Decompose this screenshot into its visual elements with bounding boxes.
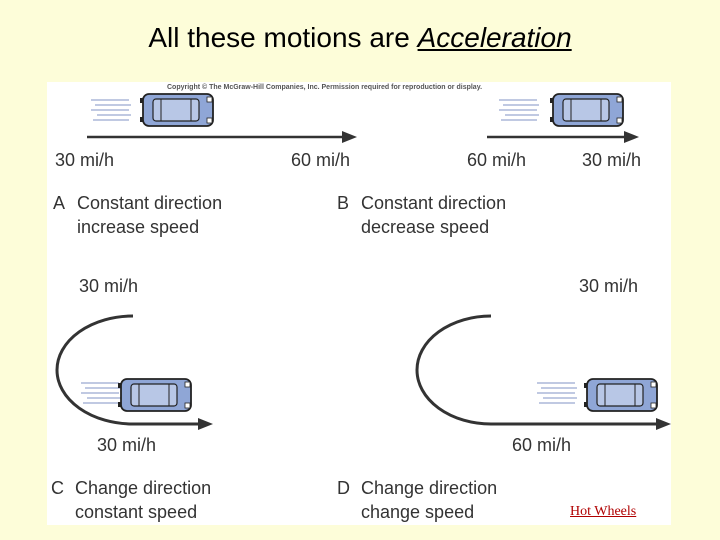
panel-b-caption-line2: decrease speed: [361, 217, 489, 238]
panel-d-end-speed: 60 mi/h: [512, 435, 571, 456]
panel-c-caption-line1: Change direction: [75, 478, 211, 499]
diagram-graphics: [47, 82, 671, 525]
panel-c-letter: C: [51, 478, 64, 499]
panel-d-graphic: [417, 316, 671, 430]
panel-c-end-speed: 30 mi/h: [97, 435, 156, 456]
title-emphasis: Acceleration: [418, 22, 572, 53]
panel-a-caption-line1: Constant direction: [77, 193, 222, 214]
panel-b-letter: B: [337, 193, 349, 214]
panel-c-start-speed: 30 mi/h: [79, 276, 138, 297]
panel-a-end-speed: 60 mi/h: [291, 150, 350, 171]
panel-d-caption-line1: Change direction: [361, 478, 497, 499]
panel-a-graphic: [87, 94, 357, 143]
panel-b-graphic: [487, 94, 639, 143]
panel-a-start-speed: 30 mi/h: [55, 150, 114, 171]
panel-d-letter: D: [337, 478, 350, 499]
hot-wheels-link[interactable]: Hot Wheels: [570, 504, 636, 520]
panel-d-caption-line2: change speed: [361, 502, 474, 523]
panel-d-start-speed: 30 mi/h: [579, 276, 638, 297]
panel-a-caption-line2: increase speed: [77, 217, 199, 238]
panel-a-letter: A: [53, 193, 65, 214]
panel-b-caption-line1: Constant direction: [361, 193, 506, 214]
slide-title: All these motions are Acceleration: [0, 22, 720, 54]
title-prefix: All these motions are: [148, 22, 417, 53]
panel-b-end-speed: 30 mi/h: [582, 150, 641, 171]
motion-diagram: Copyright © The McGraw-Hill Companies, I…: [47, 82, 671, 525]
panel-c-graphic: [57, 316, 213, 430]
panel-b-start-speed: 60 mi/h: [467, 150, 526, 171]
panel-c-caption-line2: constant speed: [75, 502, 197, 523]
